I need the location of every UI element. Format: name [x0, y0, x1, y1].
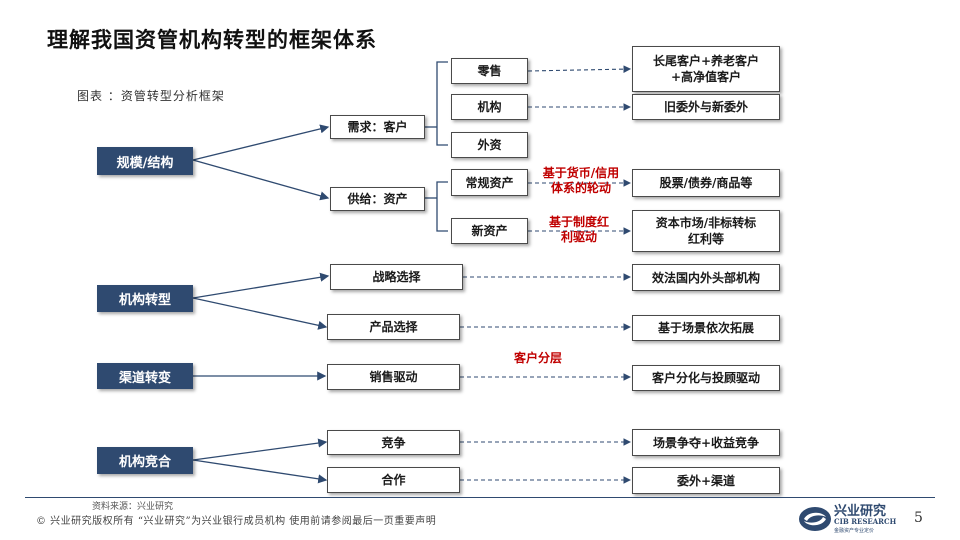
outcome-institution: 旧委外与新委外 — [632, 94, 780, 120]
note-new-asset: 基于制度红利驱动 — [548, 215, 609, 244]
page-number: 5 — [914, 510, 923, 526]
category-scale: 规模/结构 — [97, 147, 193, 175]
copyright-text: © 兴业研究版权所有 “兴业研究”为兴业银行成员机构 使用前请参阅最后一页重要声… — [36, 516, 437, 527]
note-regular-asset: 基于货币/信用体系的轮动 — [542, 166, 620, 195]
category-institution: 机构转型 — [97, 285, 193, 312]
outcome-product: 基于场景依次拓展 — [632, 315, 780, 341]
logo-cn-text: 兴业研究 — [834, 504, 887, 519]
category-competition: 机构竞合 — [97, 447, 193, 474]
node-supply: 供给：资产 — [330, 187, 425, 211]
outcome-cooperate: 委外+渠道 — [632, 467, 780, 494]
outcome-retail: 长尾客户+养老客户+高净值客户 — [632, 46, 780, 92]
node-retail: 零售 — [451, 58, 528, 84]
node-strategy: 战略选择 — [330, 264, 463, 290]
note-sales: 客户分层 — [513, 351, 562, 365]
node-new-asset: 新资产 — [451, 218, 528, 244]
outcome-sales: 客户分化与投顾驱动 — [632, 365, 780, 391]
node-regular-asset: 常规资产 — [451, 169, 528, 196]
cib-research-logo: 兴业研究 CIB RESEARCH 金融资产专业定价 — [798, 500, 898, 538]
category-channel: 渠道转变 — [97, 363, 193, 389]
outcome-compete: 场景争夺+收益竞争 — [632, 429, 780, 456]
outcome-strategy: 效法国内外头部机构 — [632, 264, 780, 291]
node-product: 产品选择 — [327, 314, 460, 340]
outcome-new-asset: 资本市场/非标转标红利等 — [632, 210, 780, 252]
node-cooperate: 合作 — [327, 467, 460, 493]
node-demand: 需求：客户 — [330, 115, 425, 139]
node-sales: 销售驱动 — [327, 364, 460, 390]
footer-divider — [25, 497, 935, 498]
node-foreign: 外资 — [451, 132, 528, 158]
source-note: 资料来源：兴业研究 — [92, 502, 174, 512]
logo-en-text: CIB RESEARCH — [834, 517, 897, 526]
outcome-regular: 股票/债券/商品等 — [632, 169, 780, 197]
node-compete: 竞争 — [327, 430, 460, 455]
figure-caption: 图表 ：资管转型分析框架 — [77, 89, 225, 103]
logo-sub-text: 金融资产专业定价 — [834, 528, 875, 534]
logo-swirl-icon — [799, 507, 831, 531]
page-title: 理解我国资管机构转型的框架体系 — [47, 27, 377, 52]
node-institution-client: 机构 — [451, 94, 528, 120]
